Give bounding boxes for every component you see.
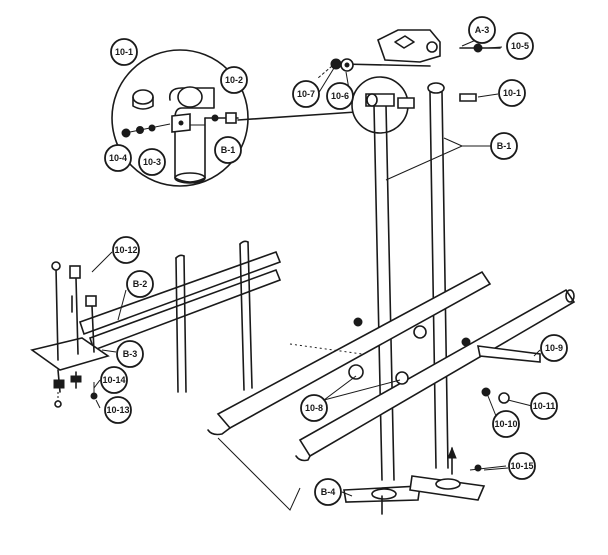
svg-text:10-12: 10-12 [114, 245, 137, 255]
svg-text:B-1: B-1 [221, 145, 236, 155]
callout-a-3: A-3 [468, 16, 496, 44]
fitting-10-8b [395, 371, 409, 385]
svg-text:10-3: 10-3 [143, 157, 161, 167]
bracket-plate-b3 [30, 337, 110, 371]
svg-text:10-11: 10-11 [533, 401, 556, 411]
callout-10-3: 10-3 [138, 148, 166, 176]
callout-10-2: 10-2 [220, 66, 248, 94]
top-bolt [341, 63, 431, 67]
callout-10-15: 10-15 [508, 452, 536, 480]
svg-text:10-1: 10-1 [115, 47, 133, 57]
callout-10-1-detail: 10-1 [110, 38, 138, 66]
detail-leader-line [237, 111, 357, 121]
callout-10-12: 10-12 [112, 236, 140, 264]
loose-tube [397, 97, 415, 109]
svg-text:10-1: 10-1 [503, 88, 521, 98]
callout-b-2: B-2 [126, 270, 154, 298]
callout-10-11: 10-11 [530, 392, 558, 420]
svg-text:B-4: B-4 [321, 487, 336, 497]
upper-rail [78, 250, 282, 336]
callout-b-1-detail: B-1 [214, 136, 242, 164]
callout-10-10: 10-10 [492, 410, 520, 438]
callout-10-4: 10-4 [104, 144, 132, 172]
bolt-1 [55, 267, 59, 361]
callout-10-7: 10-7 [292, 80, 320, 108]
crossbars-and-base [207, 270, 576, 515]
svg-text:10-15: 10-15 [510, 461, 533, 471]
top-nut [330, 58, 342, 70]
bolt-2 [75, 277, 79, 355]
loose-cap-10-1 [459, 93, 477, 102]
callout-b-4: B-4 [314, 478, 342, 506]
callout-10-13: 10-13 [104, 396, 132, 424]
svg-text:B-1: B-1 [497, 141, 512, 151]
fitting-1 [413, 325, 427, 339]
svg-text:10-8: 10-8 [305, 403, 323, 413]
bracket-nut [53, 379, 65, 389]
vertical-poles [365, 82, 494, 481]
callout-10-6: 10-6 [326, 82, 354, 110]
callout-10-1-top: 10-1 [498, 79, 526, 107]
svg-text:10-13: 10-13 [106, 405, 129, 415]
top-clamp-a3 [377, 29, 441, 63]
svg-text:10-2: 10-2 [225, 75, 243, 85]
detail-nut [121, 128, 131, 138]
callout-10-14: 10-14 [100, 366, 128, 394]
svg-text:10-7: 10-7 [297, 89, 315, 99]
left-pole [373, 104, 383, 481]
svg-text:10-9: 10-9 [545, 343, 563, 353]
callout-10-8: 10-8 [300, 394, 328, 422]
callout-b-3: B-3 [116, 340, 144, 368]
foot-rail [476, 345, 541, 363]
svg-text:10-14: 10-14 [102, 375, 125, 385]
fitting-10-8a [348, 364, 364, 380]
detail-tee-connector [168, 87, 215, 183]
svg-text:10-10: 10-10 [494, 419, 517, 429]
callout-10-5: 10-5 [506, 32, 534, 60]
svg-text:10-5: 10-5 [511, 41, 529, 51]
svg-text:A-3: A-3 [475, 25, 490, 35]
svg-text:B-2: B-2 [133, 279, 148, 289]
frame-post-1 [175, 257, 179, 393]
svg-text:10-4: 10-4 [109, 153, 127, 163]
detail-cap [132, 89, 154, 105]
svg-text:B-3: B-3 [123, 349, 138, 359]
left-bracket-assembly [30, 261, 110, 408]
frame-post-2 [239, 243, 245, 391]
back-crossbar [216, 270, 492, 430]
right-pole [429, 91, 437, 469]
leader-lines [91, 39, 541, 497]
bolt-3 [91, 305, 95, 353]
top-hardware [317, 29, 501, 79]
callout-10-9: 10-9 [540, 334, 568, 362]
svg-text:10-6: 10-6 [331, 91, 349, 101]
front-crossbar [298, 288, 576, 458]
callout-b-1-main: B-1 [490, 132, 518, 160]
